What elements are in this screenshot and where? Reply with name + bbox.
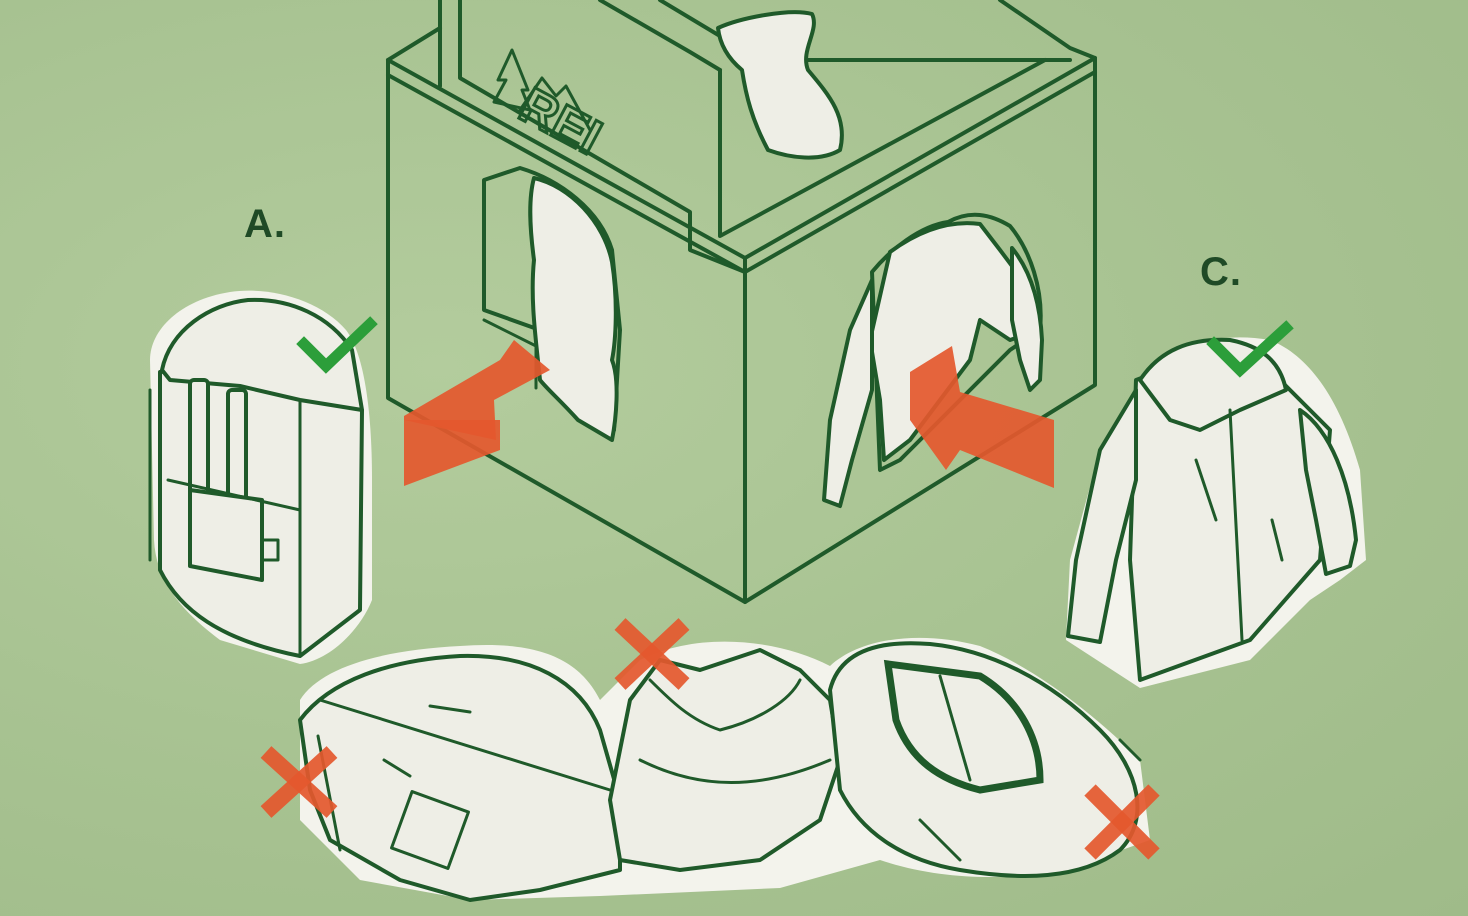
jacket-pocket-left: [1194, 458, 1218, 522]
duffel-handle: [428, 704, 472, 714]
box-right-face: [743, 56, 1097, 604]
donation-box: REI: [386, 0, 1097, 604]
backpack-lid: [160, 297, 364, 412]
box-flap-top: [598, 0, 722, 72]
backpack-front-pocket: [188, 488, 264, 582]
duffel-zip-pull: [382, 758, 412, 778]
shoe-sole-line: [638, 758, 832, 784]
backpack-buckle: [260, 538, 280, 562]
box-rim-front: [386, 26, 442, 62]
label-c: C.: [1200, 250, 1242, 294]
jacket-sleeve-left: [822, 278, 874, 508]
jacket-sleeve-c-right: [1298, 408, 1358, 576]
rejected-pile: [260, 618, 1160, 902]
jacket-sleeve-c-left: [1066, 388, 1138, 644]
helmet-buckle: [1118, 738, 1142, 762]
arrow-icon-left: [404, 340, 550, 440]
shoe-laces: [648, 678, 802, 732]
jacket-zipper: [1228, 408, 1244, 642]
box-flap-inner-left: [458, 0, 747, 274]
backpack-belt: [166, 478, 302, 512]
arrow-icon-left-head: [404, 420, 500, 486]
helmet-visor-divider: [938, 674, 972, 782]
duffel-strap: [318, 698, 612, 792]
label-a: A.: [244, 202, 286, 246]
backpack-strap-left: [188, 378, 210, 502]
box-top-item: [716, 10, 844, 160]
x-icon-helmet: [1084, 784, 1160, 860]
box-back-edge: [998, 0, 1097, 60]
helmet-strap: [918, 818, 962, 862]
check-icon-c: [1206, 320, 1294, 378]
arrow-icon-right: [910, 346, 1054, 488]
check-icon-a: [296, 316, 378, 374]
tree-icon: [492, 48, 532, 112]
backpack: [148, 290, 378, 664]
jacket-pocket-right: [1270, 518, 1284, 562]
duffel-pocket: [390, 790, 470, 870]
backpack-strap-right: [226, 388, 248, 512]
x-icon-shoe: [614, 618, 690, 690]
helmet-visor: [883, 659, 1044, 794]
box-left-item: [528, 176, 619, 442]
x-icon-duffel: [260, 746, 338, 818]
jacket: [1066, 320, 1366, 688]
mountain-icon: [518, 76, 592, 132]
box-inner-wall: [718, 58, 1047, 238]
jacket-sleeve-right: [1010, 246, 1044, 392]
